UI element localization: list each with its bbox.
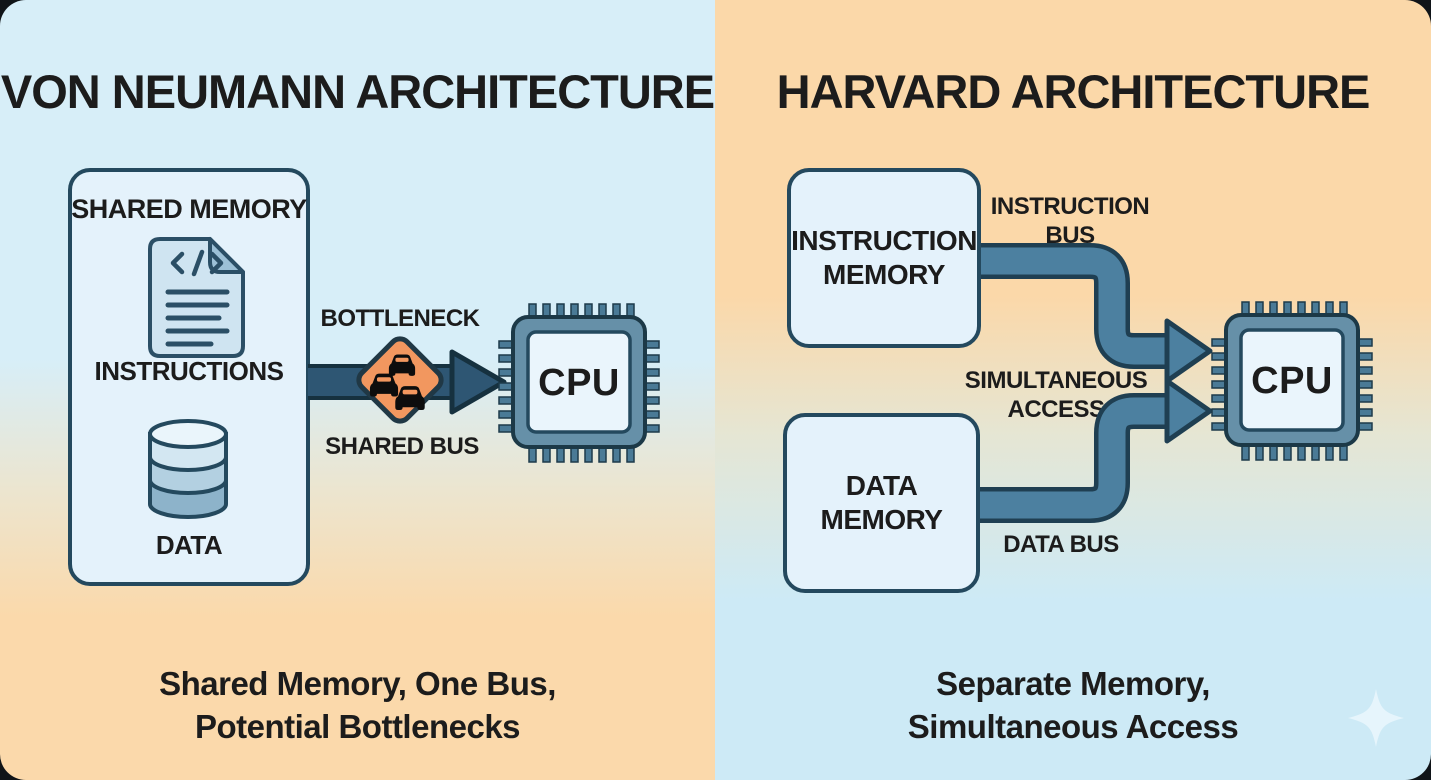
data-bus-arrow <box>980 378 1213 523</box>
shared-memory-heading: SHARED MEMORY <box>71 194 307 224</box>
harvard-caption: Separate Memory, Simultaneous Access <box>715 662 1431 748</box>
data-label: DATA <box>155 530 223 560</box>
cpu-label: CPU <box>538 361 620 404</box>
harvard-title: HARVARD ARCHITECTURE <box>776 65 1371 118</box>
sparkle-icon <box>1348 689 1404 747</box>
instruction-bus-label: INSTRUCTION BUS <box>990 193 1150 249</box>
database-icon <box>148 419 228 519</box>
von-neumann-panel: VON NEUMANN ARCHITECTURE SHARED MEMORY I… <box>0 0 715 780</box>
car-icon <box>388 354 416 376</box>
cpu-chip-icon <box>1211 301 1373 461</box>
instructions-label: INSTRUCTIONS <box>94 356 285 386</box>
von-neumann-caption: Shared Memory, One Bus, Potential Bottle… <box>0 662 715 748</box>
car-icon <box>395 386 425 411</box>
shared-bus-label: SHARED BUS <box>325 433 479 460</box>
simultaneous-access-label: SIMULTANEOUS ACCESS <box>964 367 1148 423</box>
instruction-bus-arrow <box>981 243 1213 384</box>
von-neumann-title: VON NEUMANN ARCHITECTURE <box>0 65 715 118</box>
code-document-icon <box>148 237 245 358</box>
traffic-jam-warning-icon <box>356 336 444 424</box>
caption-line: Potential Bottlenecks <box>194 708 521 745</box>
car-icon <box>369 373 399 397</box>
data-memory-box: DATA MEMORY <box>783 413 980 593</box>
cpu-label: CPU <box>1251 359 1333 402</box>
bottleneck-label: BOTTLENECK <box>320 305 481 332</box>
caption-line: Shared Memory, One Bus, <box>159 665 556 702</box>
cpu-chip-icon <box>498 303 660 463</box>
instruction-memory-box: INSTRUCTION MEMORY <box>787 168 981 348</box>
caption-line: Separate Memory, <box>936 665 1210 702</box>
bus-arrows <box>980 243 1213 523</box>
harvard-panel: HARVARD ARCHITECTURE INSTRUCTION MEMORY … <box>715 0 1431 780</box>
data-bus-label: DATA BUS <box>1003 531 1119 558</box>
caption-line: Simultaneous Access <box>907 708 1239 745</box>
